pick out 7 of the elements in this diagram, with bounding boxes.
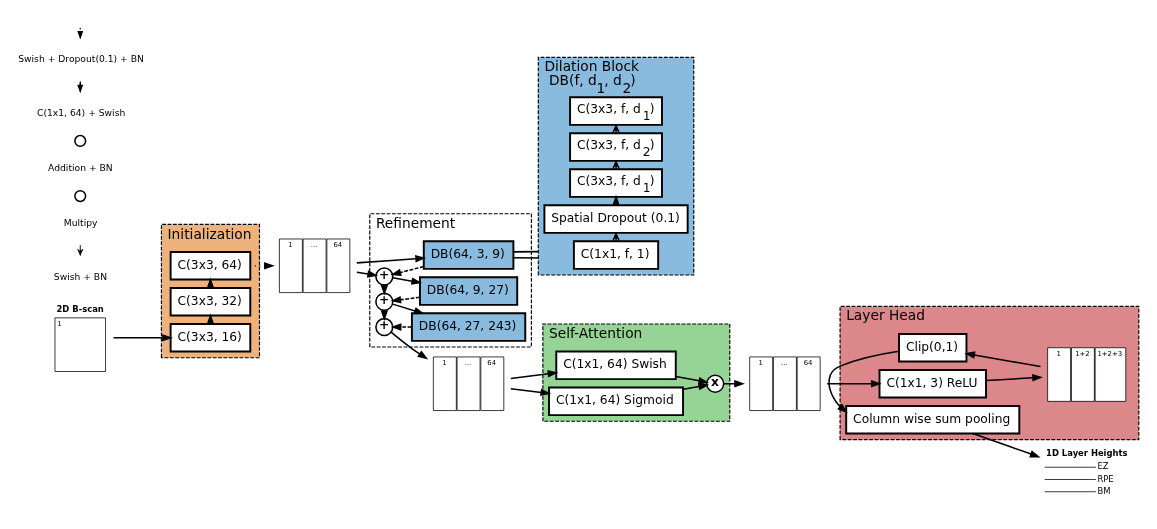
legend-label: C(1x1, 64) + Swish: [36, 106, 126, 118]
legend-label: Multipy: [63, 217, 98, 229]
node-text: 1D Layer Heights EZ RPE BM: [1046, 448, 1128, 496]
node-label: 2D B-scan: [56, 303, 104, 314]
legend-label: Swish + BN: [53, 270, 108, 282]
legend-label: Addition + BN: [48, 161, 113, 173]
legend-label: Swish + Dropout(0.1) + BN: [18, 53, 144, 65]
